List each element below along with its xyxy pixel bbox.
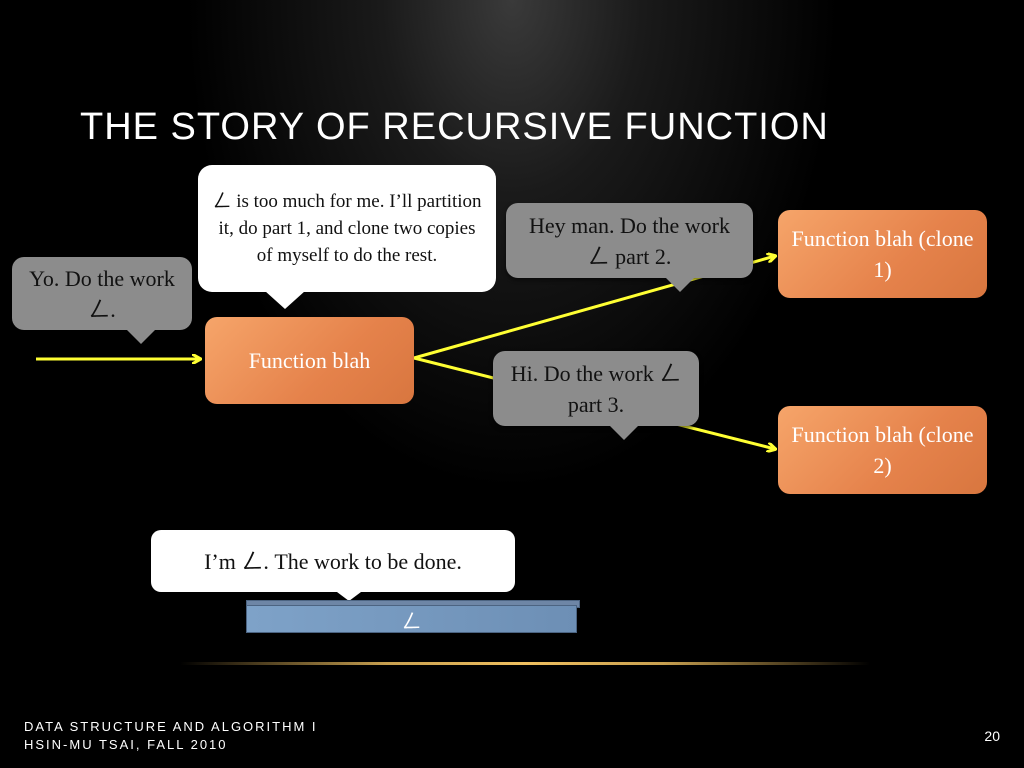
function-box-clone-1-label: Function blah (clone 1): [791, 226, 974, 282]
footer-author: HSIN-MU TSAI, FALL 2010: [24, 737, 228, 752]
speech-bubble-partition-tail: [265, 291, 305, 309]
page-number: 20: [984, 728, 1000, 744]
speech-bubble-partition-text: ㄥ is too much for me. I’ll partition it,…: [212, 191, 482, 266]
speech-bubble-hi-tail: [610, 426, 638, 440]
footer-course: DATA STRUCTURE AND ALGORITHM I: [24, 719, 318, 734]
work-box-label: ㄥ: [401, 610, 422, 633]
speech-bubble-yo: Yo. Do the work ㄥ.: [12, 257, 192, 330]
function-box-clone-2: Function blah (clone 2): [778, 406, 987, 494]
speech-bubble-hey-tail: [666, 278, 694, 292]
speech-bubble-hey-text: Hey man. Do the work ㄥ part 2.: [528, 212, 730, 269]
speech-bubble-im-tail: [337, 592, 361, 601]
work-box: ㄥ: [246, 605, 577, 633]
function-box-clone-2-label: Function blah (clone 2): [791, 422, 974, 478]
speech-bubble-im-text: I’m ㄥ. The work to be done.: [204, 548, 462, 574]
footer: DATA STRUCTURE AND ALGORITHM I HSIN-MU T…: [24, 718, 318, 754]
speech-bubble-hey: Hey man. Do the work ㄥ part 2.: [506, 203, 753, 278]
function-box-clone-1: Function blah (clone 1): [778, 210, 987, 298]
decorative-divider: [180, 662, 870, 665]
slide-title: The Story of Recursive Function: [80, 106, 829, 148]
function-box-main-label: Function blah: [248, 348, 371, 373]
speech-bubble-hi: Hi. Do the work ㄥ part 3.: [493, 351, 699, 426]
speech-bubble-yo-text: Yo. Do the work ㄥ.: [29, 265, 175, 322]
function-box-main: Function blah: [205, 317, 414, 404]
speech-bubble-im: I’m ㄥ. The work to be done.: [151, 530, 515, 592]
speech-bubble-partition: ㄥ is too much for me. I’ll partition it,…: [198, 165, 496, 292]
speech-bubble-yo-tail: [127, 330, 155, 344]
speech-bubble-hi-text: Hi. Do the work ㄥ part 3.: [510, 360, 682, 417]
